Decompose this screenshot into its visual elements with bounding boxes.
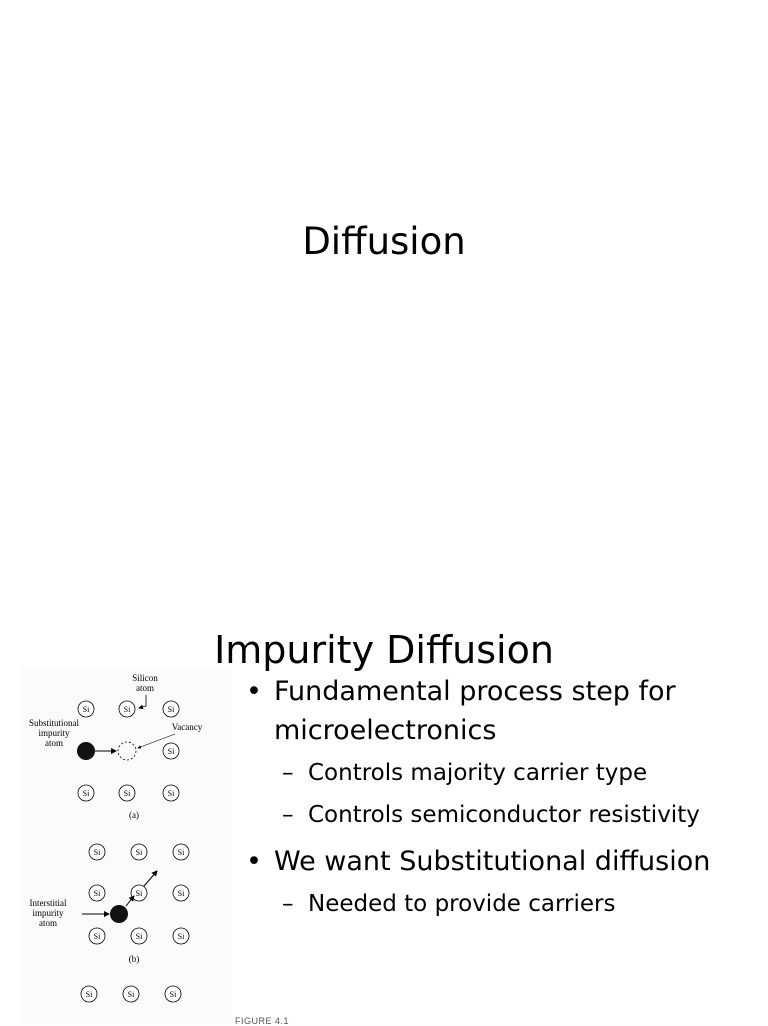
si-atom: Si xyxy=(88,927,106,945)
substitutional-label-3: atom xyxy=(45,738,63,748)
vacancy-site xyxy=(117,741,137,761)
sub-bullet-item: – Controls majority carrier type xyxy=(246,758,756,788)
si-atom: Si xyxy=(172,843,190,861)
sub-bullet-text: Controls majority carrier type xyxy=(308,760,648,786)
svg-text:Si: Si xyxy=(94,889,101,898)
interstitial-label: Interstitial xyxy=(30,898,67,908)
slide-title-diffusion: Diffusion xyxy=(302,220,466,263)
si-atom: Si xyxy=(164,985,182,1003)
si-atom: Si xyxy=(130,884,148,902)
sub-bullet-item: – Controls semiconductor resistivity xyxy=(246,800,756,830)
slide-title-impurity-diffusion: Impurity Diffusion xyxy=(214,628,554,672)
substitutional-label: Substitutional xyxy=(29,718,80,728)
svg-text:Si: Si xyxy=(86,990,93,999)
svg-text:Si: Si xyxy=(178,932,185,941)
svg-text:Si: Si xyxy=(168,747,175,756)
si-atom: Si xyxy=(162,784,180,802)
si-atom: Si xyxy=(122,985,140,1003)
dash-icon: – xyxy=(282,802,294,828)
svg-text:Si: Si xyxy=(170,990,177,999)
bullet-item: • We want Substitutional diffusion xyxy=(246,842,756,881)
svg-text:Si: Si xyxy=(83,789,90,798)
svg-text:Si: Si xyxy=(178,848,185,857)
panel-b-caption: (b) xyxy=(129,954,140,964)
si-atom: Si xyxy=(88,884,106,902)
svg-text:Si: Si xyxy=(168,705,175,714)
interstitial-label-3: atom xyxy=(39,918,57,928)
figure-caption: FIGURE 4.1 xyxy=(235,1016,290,1026)
si-atom: Si xyxy=(130,927,148,945)
diffusion-figure: Silicon atom Si Si Si Substitutional imp… xyxy=(20,668,232,1024)
sub-bullet-text: Needed to provide carriers xyxy=(308,891,616,917)
bullet-dot-icon: • xyxy=(246,846,262,877)
substitutional-label-2: impurity xyxy=(39,728,70,738)
interstitial-impurity-atom xyxy=(110,905,128,923)
silicon-atom-label-2: atom xyxy=(136,683,154,693)
silicon-atom-label: Silicon xyxy=(132,673,158,683)
substitutional-impurity-atom xyxy=(77,742,95,760)
si-atom: Si xyxy=(88,843,106,861)
panel-a-caption: (a) xyxy=(129,810,139,820)
sub-bullet-text: Controls semiconductor resistivity xyxy=(308,802,700,828)
bullet-text: We want Substitutional diffusion xyxy=(274,846,711,877)
dash-icon: – xyxy=(282,891,294,917)
si-atom: Si xyxy=(162,742,180,760)
bullet-text: Fundamental process step for microelectr… xyxy=(274,676,676,746)
si-atom: Si xyxy=(162,700,180,718)
svg-text:Si: Si xyxy=(94,848,101,857)
si-atom: Si xyxy=(172,884,190,902)
svg-text:Si: Si xyxy=(168,789,175,798)
dash-icon: – xyxy=(282,760,294,786)
si-atom: Si xyxy=(77,700,95,718)
si-atom: Si xyxy=(130,843,148,861)
si-atom: Si xyxy=(172,927,190,945)
interstitial-label-2: impurity xyxy=(33,908,64,918)
si-atom: Si xyxy=(118,700,136,718)
svg-text:Si: Si xyxy=(128,990,135,999)
bullet-item: • Fundamental process step for microelec… xyxy=(246,672,756,750)
si-atom: Si xyxy=(77,784,95,802)
svg-text:Si: Si xyxy=(136,889,143,898)
svg-text:Si: Si xyxy=(178,889,185,898)
sub-bullet-item: – Needed to provide carriers xyxy=(246,889,756,919)
bullet-dot-icon: • xyxy=(246,676,262,707)
svg-text:Si: Si xyxy=(124,789,131,798)
vacancy-label: Vacancy xyxy=(172,722,203,732)
svg-text:Si: Si xyxy=(83,705,90,714)
svg-text:Si: Si xyxy=(124,705,131,714)
si-atom: Si xyxy=(118,784,136,802)
si-atom: Si xyxy=(80,985,98,1003)
svg-text:Si: Si xyxy=(94,932,101,941)
svg-text:Si: Si xyxy=(136,848,143,857)
svg-text:Si: Si xyxy=(136,932,143,941)
bullet-list: • Fundamental process step for microelec… xyxy=(246,672,756,931)
